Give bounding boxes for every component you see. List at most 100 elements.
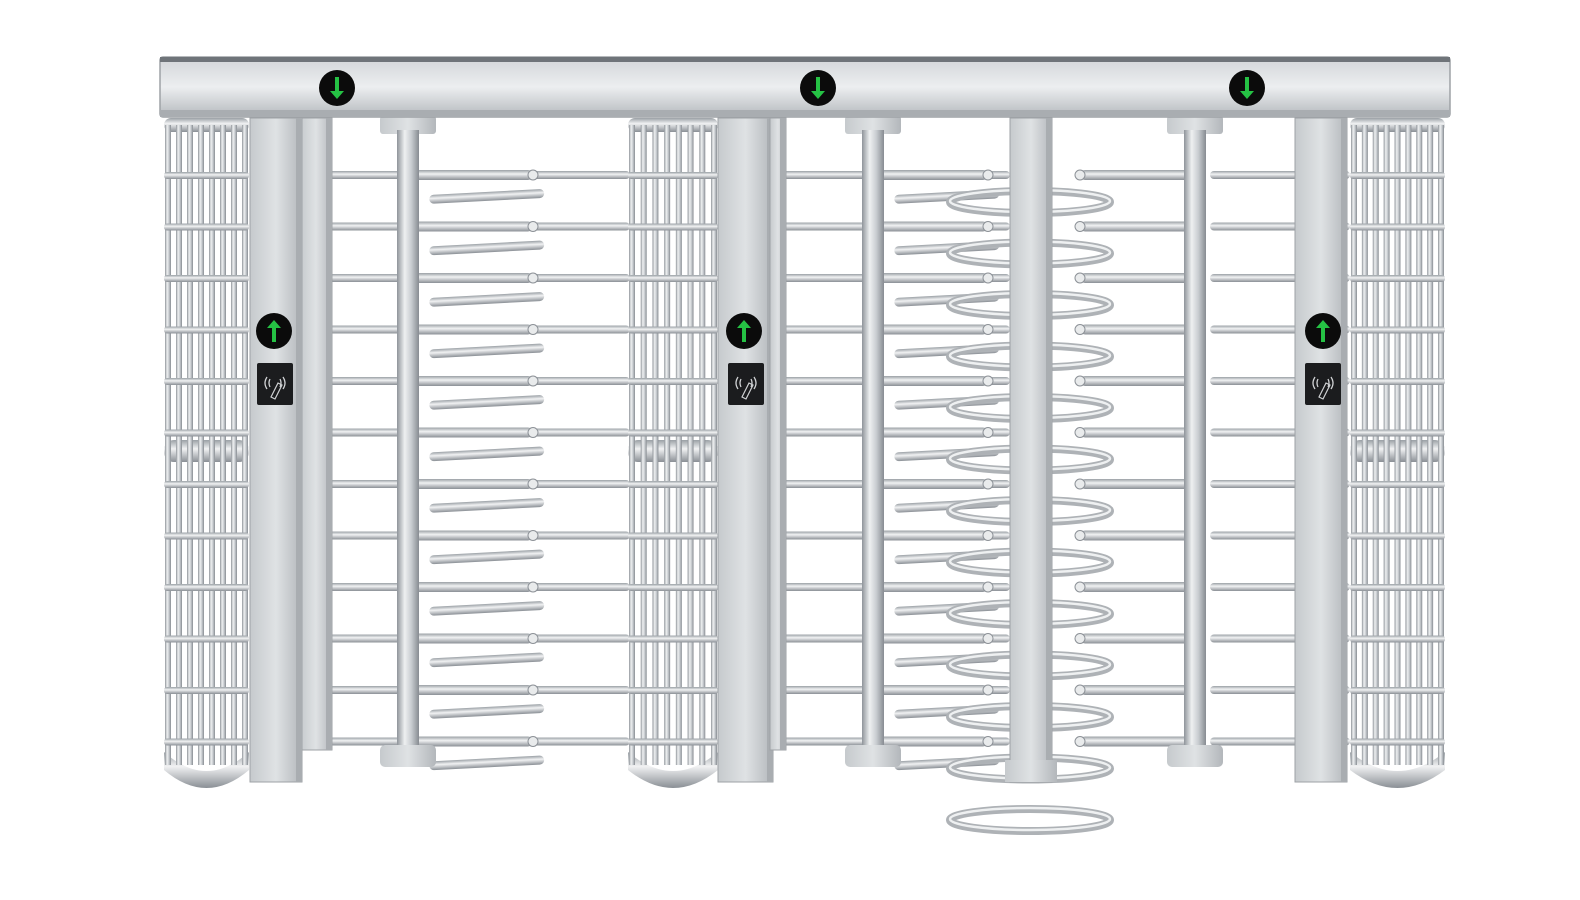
cage-bar <box>198 125 204 765</box>
rotor-cap <box>845 116 901 134</box>
cage-rung <box>628 326 718 334</box>
cage-rung <box>1350 223 1445 231</box>
post-edge <box>780 118 786 750</box>
card-icon <box>1318 382 1331 400</box>
rotor-arm <box>408 324 545 359</box>
arm-bar <box>429 498 545 513</box>
arm-tip <box>1074 324 1086 335</box>
arrow-up-icon <box>737 320 751 342</box>
rotor-base <box>1167 745 1223 767</box>
cage-rung <box>164 481 249 488</box>
rotor-arm <box>408 221 545 256</box>
arm-tip <box>527 169 539 181</box>
rotor-base <box>845 745 901 767</box>
arm-bar <box>429 189 545 204</box>
arm-tip <box>982 530 994 541</box>
cage-rung <box>164 687 249 694</box>
arm-bar <box>429 652 545 668</box>
cage-rung <box>1350 738 1445 746</box>
cage-bar <box>652 125 659 765</box>
arm-tip <box>1074 736 1086 747</box>
cage-rung <box>628 584 718 591</box>
spiral-arm-highlight <box>948 806 1112 832</box>
post-body <box>1009 117 1053 783</box>
rotor-arm <box>1074 221 1195 232</box>
arm-bar <box>408 273 533 283</box>
support-post <box>717 117 774 783</box>
cage-rung <box>1350 326 1445 334</box>
rotor-arm <box>873 633 1000 668</box>
arm-bar <box>873 427 988 438</box>
rotor-arm <box>408 530 545 565</box>
rotor-arm <box>408 427 545 462</box>
arm-bar <box>1080 170 1195 180</box>
rotor-base <box>380 745 436 767</box>
support-post <box>1294 117 1348 783</box>
arm-tip <box>527 581 539 593</box>
rotor-cap <box>1167 116 1223 134</box>
arm-bar <box>873 376 988 386</box>
post-body <box>249 117 303 783</box>
support-posts <box>249 117 1348 783</box>
support-post <box>1009 117 1053 783</box>
arm-tip <box>1074 478 1086 490</box>
cage-bar <box>1351 125 1357 765</box>
arm-tip <box>982 272 994 284</box>
cage-rung <box>628 635 718 643</box>
arm-bar <box>1080 324 1195 335</box>
arm-bar <box>873 582 988 592</box>
cage-bar <box>1383 125 1390 765</box>
arm-tip <box>982 633 994 644</box>
cage-rung <box>1350 584 1445 591</box>
side-indicator <box>256 313 292 349</box>
cage-rung <box>1350 378 1445 385</box>
arm-bar <box>408 530 533 541</box>
rotor-cap <box>380 116 436 134</box>
cage-rung <box>164 584 249 591</box>
reader-panel <box>728 363 764 405</box>
arm-bar <box>873 685 988 695</box>
side-indicator <box>726 313 762 349</box>
cage-bar <box>640 125 647 765</box>
cage-frame <box>628 118 718 788</box>
rotor <box>1167 116 1223 767</box>
arrow-down-icon <box>330 77 344 99</box>
arm-bar <box>1080 221 1195 232</box>
cage-bar <box>675 125 682 765</box>
rotor-arm <box>1074 478 1195 490</box>
cage-rung <box>628 223 718 231</box>
arm-bar <box>429 549 545 565</box>
arm-bar <box>1080 273 1195 283</box>
arm-bar <box>873 273 988 283</box>
rotor-arm <box>873 581 1000 616</box>
cage-rung <box>164 275 249 282</box>
support-post <box>249 117 303 783</box>
card-reader <box>728 363 764 405</box>
rotor-arm <box>1074 272 1195 284</box>
cage-bar <box>699 125 706 765</box>
cage-bar <box>1361 125 1368 765</box>
rotor-arm <box>873 169 1000 204</box>
arm-bar <box>429 755 545 771</box>
cage-rung <box>1350 481 1445 488</box>
cage-frames <box>164 118 1445 788</box>
arm-tip <box>1074 530 1086 541</box>
cage-rung <box>164 429 249 437</box>
arm-bar <box>429 601 545 616</box>
arm-bar <box>408 685 533 695</box>
rotor-arm <box>873 684 1000 719</box>
rotor-arm <box>1074 684 1195 696</box>
rotor-arm <box>1074 324 1195 335</box>
rotor <box>845 116 901 767</box>
cage-rung <box>1350 635 1445 643</box>
cage-bar <box>209 125 215 765</box>
cage-mid-ring <box>164 440 249 462</box>
rotor-arms <box>408 169 1195 835</box>
cage-bottom-ring <box>628 752 718 788</box>
arm-bar <box>873 221 988 232</box>
arm-tip <box>1074 633 1086 644</box>
arm-bar <box>408 479 533 489</box>
cage-rung <box>628 687 718 694</box>
arm-bar <box>873 530 988 541</box>
